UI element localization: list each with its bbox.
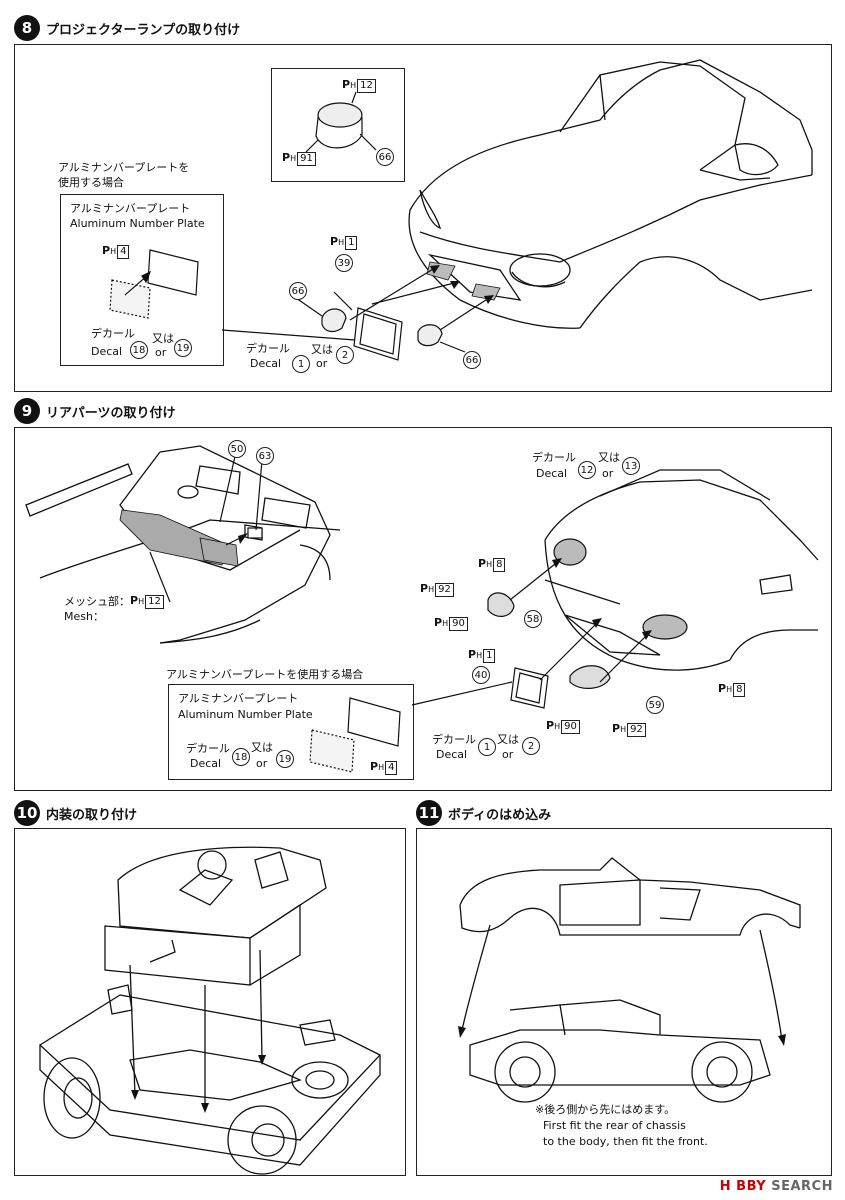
s9-part-50: 50: [228, 440, 246, 458]
s9-decal-plate-en: Decal: [190, 757, 222, 770]
s9-or-front-jp: 又は: [497, 733, 519, 746]
s8-decal-2: 2: [336, 346, 354, 364]
s8-part-66-detail: 66: [376, 148, 394, 166]
step-10-number: 10: [14, 800, 40, 826]
step-9-heading: リアパーツの取り付け: [46, 405, 176, 421]
s9-or-front-en: or: [502, 748, 514, 761]
s9-decal-19: 19: [276, 750, 294, 768]
watermark-suffix: SEARCH: [771, 1179, 833, 1194]
s9-decal-front-en: Decal: [436, 748, 468, 761]
s8-plate-caption-1: アルミナンバープレートを: [58, 161, 190, 174]
step-8-number: 8: [14, 15, 40, 41]
s8-decal-19: 19: [174, 339, 192, 357]
s9-mesh-jp-text: メッシュ部：: [64, 595, 130, 608]
step-11-title: 11 ボディのはめ込み: [416, 800, 551, 826]
s9-or-top-jp: 又は: [598, 451, 620, 464]
s11-note-en1: First fit the rear of chassis: [543, 1119, 686, 1132]
s9-part-58: 58: [524, 610, 542, 628]
s9-decal-18: 18: [232, 748, 250, 766]
step-8-title: 8 プロジェクターランプの取り付け: [14, 15, 240, 41]
s8-decal-1: 1: [292, 355, 310, 373]
s9-plate-caption: アルミナンバープレートを使用する場合: [166, 668, 364, 681]
s8-decal-18: 18: [130, 341, 148, 359]
s9-decal-top-en: Decal: [536, 467, 568, 480]
s9-mesh-jp: メッシュ部：: [64, 595, 130, 609]
step-9-number: 9: [14, 398, 40, 424]
s9-part-40: 40: [472, 666, 490, 684]
s8-decal-en: Decal: [91, 345, 123, 358]
s8-part-39: 39: [335, 254, 353, 272]
s9-part-63: 63: [256, 447, 274, 465]
watermark-brand: H BBY: [719, 1179, 767, 1194]
s9-decal-1: 1: [478, 738, 496, 756]
s8-plate-jp: アルミナンバープレート: [70, 202, 191, 215]
s8-decal2-jp: デカール: [246, 342, 290, 355]
s8-part-66-left: 66: [289, 282, 307, 300]
s8-or-jp: 又は: [152, 332, 174, 345]
s8-decal-jp: デカール: [91, 327, 135, 340]
step-9-title: 9 リアパーツの取り付け: [14, 398, 175, 424]
s9-plate-jp: アルミナンバープレート: [178, 692, 299, 705]
s9-decal-2: 2: [522, 737, 540, 755]
s9-decal-front-jp: デカール: [432, 733, 476, 746]
s9-or-top-en: or: [602, 467, 614, 480]
s8-or2-en: or: [316, 357, 328, 370]
s9-decal-12: 12: [578, 461, 596, 479]
s8-plate-en: Aluminum Number Plate: [70, 217, 205, 230]
s8-decal2-en: Decal: [250, 357, 282, 370]
s8-plate-caption-2: 使用する場合: [58, 176, 124, 189]
step-9-panel: [14, 427, 832, 791]
s9-part-59: 59: [646, 696, 664, 714]
s11-note-jp: ※後ろ側から先にはめます。: [535, 1103, 676, 1116]
s9-or-plate-en: or: [256, 757, 268, 770]
s9-decal-top-jp: デカール: [532, 451, 576, 464]
step-10-title: 10 内装の取り付け: [14, 800, 137, 826]
step-11-number: 11: [416, 800, 442, 826]
step-11-heading: ボディのはめ込み: [448, 807, 552, 823]
s11-note-en2: to the body, then fit the front.: [543, 1135, 708, 1148]
step-9-drawing: [25, 445, 819, 773]
s9-or-plate-jp: 又は: [251, 741, 273, 754]
s9-mesh-en: Mesh：: [64, 610, 104, 623]
s9-decal-13: 13: [622, 457, 640, 475]
s9-plate-en: Aluminum Number Plate: [178, 708, 313, 721]
s8-part-66-right: 66: [463, 351, 481, 369]
s8-or2-jp: 又は: [311, 343, 333, 356]
step-8-heading: プロジェクターランプの取り付け: [46, 22, 241, 38]
hobbysearch-watermark: H BBY SEARCH: [720, 1179, 833, 1194]
s9-decal-plate-jp: デカール: [186, 742, 230, 755]
step-8-drawing: [109, 59, 813, 361]
step-10-heading: 内装の取り付け: [46, 807, 138, 823]
s8-or-en: or: [155, 346, 167, 359]
